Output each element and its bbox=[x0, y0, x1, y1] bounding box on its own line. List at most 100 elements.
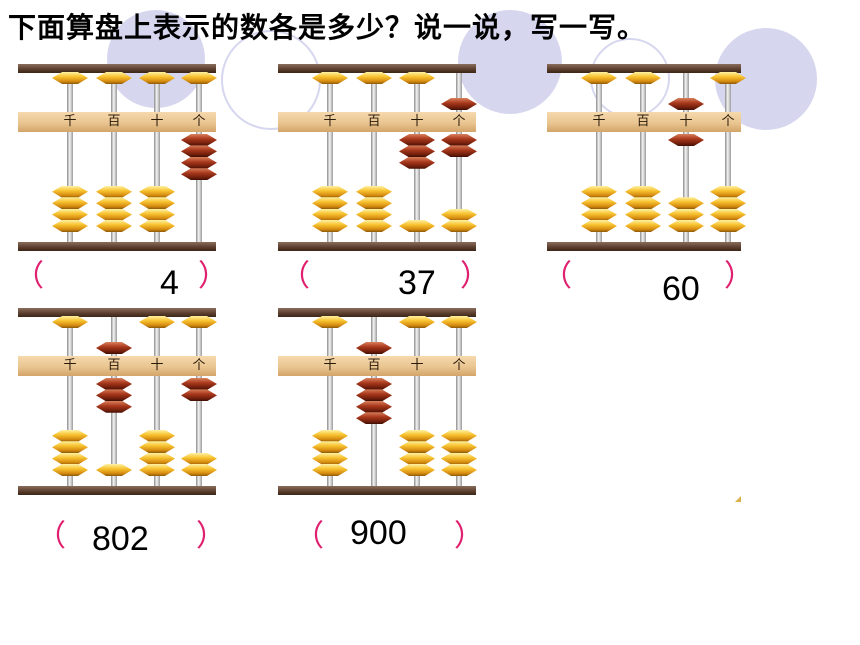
abacus-bead bbox=[52, 185, 88, 198]
abacus-bead bbox=[356, 389, 392, 402]
abacus-bead bbox=[710, 208, 746, 221]
abacus-bead bbox=[581, 197, 617, 210]
abacus-rod bbox=[683, 68, 689, 248]
answer-value: 60 bbox=[662, 270, 700, 308]
abacus-bead bbox=[52, 208, 88, 221]
page-title: 下面算盘上表示的数各是多少？说一说，写一写。 bbox=[8, 11, 647, 44]
decor-circle-filled bbox=[458, 10, 562, 114]
abacus-bead bbox=[399, 72, 435, 84]
abacus-rod bbox=[67, 68, 73, 248]
abacus-rod bbox=[327, 312, 333, 492]
place-label: 千 bbox=[323, 114, 337, 129]
place-label: 百 bbox=[107, 114, 121, 129]
abacus-frame-bottom bbox=[18, 486, 216, 495]
abacus-bead bbox=[96, 389, 132, 402]
abacus-rod bbox=[456, 312, 462, 492]
abacus-bead bbox=[668, 197, 704, 210]
abacus-bead bbox=[710, 72, 746, 84]
abacus-bead bbox=[96, 464, 132, 476]
paren-open: （ bbox=[36, 519, 66, 554]
abacus-bead bbox=[625, 220, 661, 232]
abacus-bead bbox=[356, 378, 392, 390]
abacus-bead bbox=[710, 197, 746, 210]
abacus-bead bbox=[96, 208, 132, 221]
abacus-rod bbox=[371, 68, 377, 248]
abacus-bead bbox=[356, 412, 392, 425]
abacus-bead bbox=[399, 316, 435, 328]
place-label: 个 bbox=[192, 114, 206, 129]
abacus-bead bbox=[181, 316, 217, 328]
abacus-bead bbox=[625, 208, 661, 221]
abacus-bead bbox=[356, 185, 392, 198]
abacus-bead bbox=[441, 452, 477, 465]
paren-open: （ bbox=[542, 259, 572, 294]
abacus-bead bbox=[441, 98, 477, 110]
abacus-bead bbox=[139, 197, 175, 210]
abacus-bead bbox=[441, 208, 477, 221]
paren-open: （ bbox=[14, 259, 44, 294]
abacus-bead bbox=[96, 400, 132, 413]
abacus-bead bbox=[139, 185, 175, 198]
abacus: 千百十个 bbox=[547, 64, 746, 254]
abacus-frame-top bbox=[547, 64, 741, 73]
abacus-bead bbox=[96, 72, 132, 84]
abacus-bead bbox=[441, 220, 477, 232]
abacus-bead bbox=[399, 156, 435, 169]
abacus-bead bbox=[96, 185, 132, 198]
abacus-bead bbox=[399, 134, 435, 146]
abacus-bead bbox=[668, 220, 704, 232]
abacus-bead bbox=[399, 464, 435, 476]
answer-value: 900 bbox=[350, 514, 407, 552]
abacus-rod bbox=[154, 312, 160, 492]
abacus-bead bbox=[96, 197, 132, 210]
paren-close: ） bbox=[198, 259, 228, 294]
abacus: 千百十个 bbox=[18, 308, 217, 498]
abacus-bead bbox=[139, 464, 175, 476]
abacus-bead bbox=[312, 464, 348, 476]
abacus-bead bbox=[139, 72, 175, 84]
abacus-bead bbox=[52, 316, 88, 328]
answer-value: 4 bbox=[160, 264, 179, 302]
abacus-bead bbox=[52, 72, 88, 84]
abacus-bead bbox=[52, 197, 88, 210]
abacus-bead bbox=[668, 98, 704, 110]
abacus-bead bbox=[181, 72, 217, 84]
abacus-bead bbox=[399, 145, 435, 158]
abacus-frame-top bbox=[278, 308, 476, 317]
paren-close: ） bbox=[724, 259, 754, 294]
abacus-bead bbox=[312, 185, 348, 198]
place-label: 个 bbox=[721, 114, 735, 129]
abacus-bead bbox=[581, 208, 617, 221]
abacus-frame-bottom bbox=[18, 242, 216, 251]
place-label: 个 bbox=[452, 358, 466, 373]
abacus-bead bbox=[139, 316, 175, 328]
place-label: 百 bbox=[107, 358, 121, 373]
abacus-frame-top bbox=[18, 64, 216, 73]
abacus-rod bbox=[456, 68, 462, 248]
abacus-bead bbox=[52, 464, 88, 476]
abacus-bead bbox=[581, 72, 617, 84]
abacus-bead bbox=[356, 342, 392, 354]
abacus-bead bbox=[181, 389, 217, 402]
abacus-bead bbox=[181, 378, 217, 390]
abacus-frame-bottom bbox=[278, 486, 476, 495]
place-label: 十 bbox=[410, 114, 424, 129]
place-label: 千 bbox=[592, 114, 606, 129]
abacus-bead bbox=[710, 220, 746, 232]
abacus-rod bbox=[725, 68, 731, 248]
abacus-bead bbox=[625, 72, 661, 84]
paren-close: ） bbox=[454, 519, 484, 554]
place-label: 百 bbox=[367, 358, 381, 373]
abacus-rod bbox=[67, 312, 73, 492]
paren-close: ） bbox=[196, 519, 226, 554]
abacus-bead bbox=[312, 208, 348, 221]
abacus-bead bbox=[441, 464, 477, 476]
place-label: 十 bbox=[150, 358, 164, 373]
abacus-bead bbox=[441, 316, 477, 328]
abacus-bead bbox=[441, 429, 477, 442]
abacus-bead bbox=[139, 208, 175, 221]
abacus-bead bbox=[441, 441, 477, 454]
abacus-bead bbox=[52, 220, 88, 232]
abacus-bead bbox=[356, 220, 392, 232]
abacus-bead bbox=[312, 452, 348, 465]
